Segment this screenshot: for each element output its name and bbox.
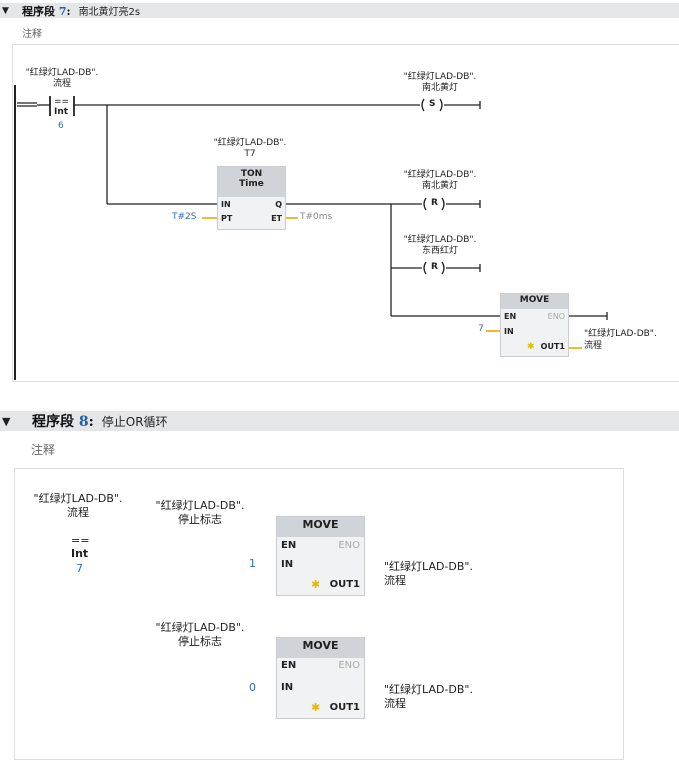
reset-coil2-tag-line2[interactable]: 东西红灯 xyxy=(421,246,459,256)
compare-value[interactable]: 6 xyxy=(58,121,64,131)
compare-tag-line1[interactable]: "红绿灯LAD-DB". xyxy=(25,68,99,78)
move1-out-tag-line2[interactable]: 流程 xyxy=(384,574,406,587)
segment-7-description[interactable]: 南北黄灯亮2s xyxy=(78,7,141,18)
move1-out-tag-line1[interactable]: "红绿灯LAD-DB". xyxy=(384,560,473,573)
ton-timer-block[interactable]: TON Time IN Q PT ET xyxy=(217,166,286,230)
no-contact-tag-line1[interactable]: "红绿灯LAD-DB". xyxy=(155,621,245,634)
move-out-tag-line2[interactable]: 流程 xyxy=(584,341,603,351)
move2-in-value[interactable]: 0 xyxy=(249,681,256,694)
nc-contact-tag-line2[interactable]: 停止标志 xyxy=(178,513,222,526)
move1-en-pin: EN xyxy=(281,540,297,551)
move2-out-pin: OUT1 xyxy=(329,702,360,713)
move-in-value[interactable]: 7 xyxy=(478,324,484,334)
segment-7-header[interactable]: ▼ 程序段 7: 南北黄灯亮2s xyxy=(0,3,679,18)
move-out-star-icon: ✱ xyxy=(527,342,535,352)
set-coil-tag-line1[interactable]: "红绿灯LAD-DB". xyxy=(403,72,477,82)
reset-coil1-symbol[interactable]: R xyxy=(431,198,438,208)
ton-q-pin: Q xyxy=(275,200,282,209)
move1-out-pin: OUT1 xyxy=(329,579,360,590)
move-in-pin: IN xyxy=(504,327,514,336)
ton-et-value[interactable]: T#0ms xyxy=(300,212,333,222)
ton-pt-pin: PT xyxy=(221,214,233,223)
reset-coil1-tag-line2[interactable]: 南北黄灯 xyxy=(421,181,459,191)
move1-eno-pin: ENO xyxy=(338,540,360,551)
ton-et-pin: ET xyxy=(271,214,282,223)
reset-coil1-tag-line1[interactable]: "红绿灯LAD-DB". xyxy=(403,170,477,180)
move1-out-star-icon: ✱ xyxy=(311,578,321,591)
segment-7-comment[interactable]: 注释 xyxy=(22,29,42,40)
no-contact-tag-line2[interactable]: 停止标志 xyxy=(178,635,222,648)
set-coil-symbol[interactable]: S xyxy=(429,99,436,109)
move2-en-pin: EN xyxy=(281,660,297,671)
move-block-seg7[interactable]: MOVE EN ENO IN ✱ OUT1 xyxy=(500,293,569,357)
ton-header: TON Time xyxy=(218,167,285,197)
collapse-arrow-icon[interactable]: ▼ xyxy=(2,414,11,428)
s8-compare-value[interactable]: 7 xyxy=(76,562,83,575)
move2-out-tag-line1[interactable]: "红绿灯LAD-DB". xyxy=(384,683,473,696)
compare-operator: == xyxy=(54,97,70,107)
timer-tag-line1[interactable]: "红绿灯LAD-DB". xyxy=(213,138,287,148)
move-block-1[interactable]: MOVE EN ENO IN ✱ OUT1 xyxy=(276,516,365,596)
ton-type[interactable]: Time xyxy=(239,179,264,190)
move2-in-pin: IN xyxy=(281,682,294,693)
move1-in-value[interactable]: 1 xyxy=(249,557,256,570)
ton-pt-value[interactable]: T#2S xyxy=(172,212,197,222)
move-out-tag-line1[interactable]: "红绿灯LAD-DB". xyxy=(584,329,657,339)
move-en-pin: EN xyxy=(504,312,517,321)
reset-coil2-symbol[interactable]: R xyxy=(431,262,438,272)
segment-8-description[interactable]: 停止OR循环 xyxy=(101,414,168,429)
timer-tag-line2[interactable]: T7 xyxy=(244,149,256,159)
ton-name: TON xyxy=(240,169,263,179)
segment-8-header[interactable]: ▼ 程序段 8: 停止OR循环 xyxy=(0,411,679,431)
move1-header: MOVE xyxy=(277,517,364,537)
ton-in-pin: IN xyxy=(221,200,231,209)
s8-compare-type[interactable]: Int xyxy=(71,547,89,560)
move1-in-pin: IN xyxy=(281,559,294,570)
segment-7-title: 程序段 7: xyxy=(22,4,71,18)
move2-header: MOVE xyxy=(277,638,364,658)
move-header: MOVE xyxy=(501,294,568,309)
compare-type[interactable]: Int xyxy=(54,107,69,117)
move2-eno-pin: ENO xyxy=(338,660,360,671)
reset-coil2-tag-line1[interactable]: "红绿灯LAD-DB". xyxy=(403,235,477,245)
collapse-arrow-icon[interactable]: ▼ xyxy=(2,5,9,16)
move-block-2[interactable]: MOVE EN ENO IN ✱ OUT1 xyxy=(276,637,365,719)
s8-compare-tag-line2[interactable]: 流程 xyxy=(67,506,89,519)
s8-compare-operator: == xyxy=(71,534,90,547)
segment-8-comment[interactable]: 注释 xyxy=(31,443,56,457)
set-coil-tag-line2[interactable]: 南北黄灯 xyxy=(421,83,459,93)
compare-tag-line2[interactable]: 流程 xyxy=(52,79,72,89)
segment-8-title: 程序段 8: xyxy=(32,414,94,430)
s8-compare-tag-line1[interactable]: "红绿灯LAD-DB". xyxy=(33,492,123,505)
move-out-pin: OUT1 xyxy=(540,342,565,351)
move2-out-star-icon: ✱ xyxy=(311,701,321,714)
nc-contact-tag-line1[interactable]: "红绿灯LAD-DB". xyxy=(155,499,245,512)
move-eno-pin: ENO xyxy=(547,312,565,321)
move2-out-tag-line2[interactable]: 流程 xyxy=(384,697,406,710)
